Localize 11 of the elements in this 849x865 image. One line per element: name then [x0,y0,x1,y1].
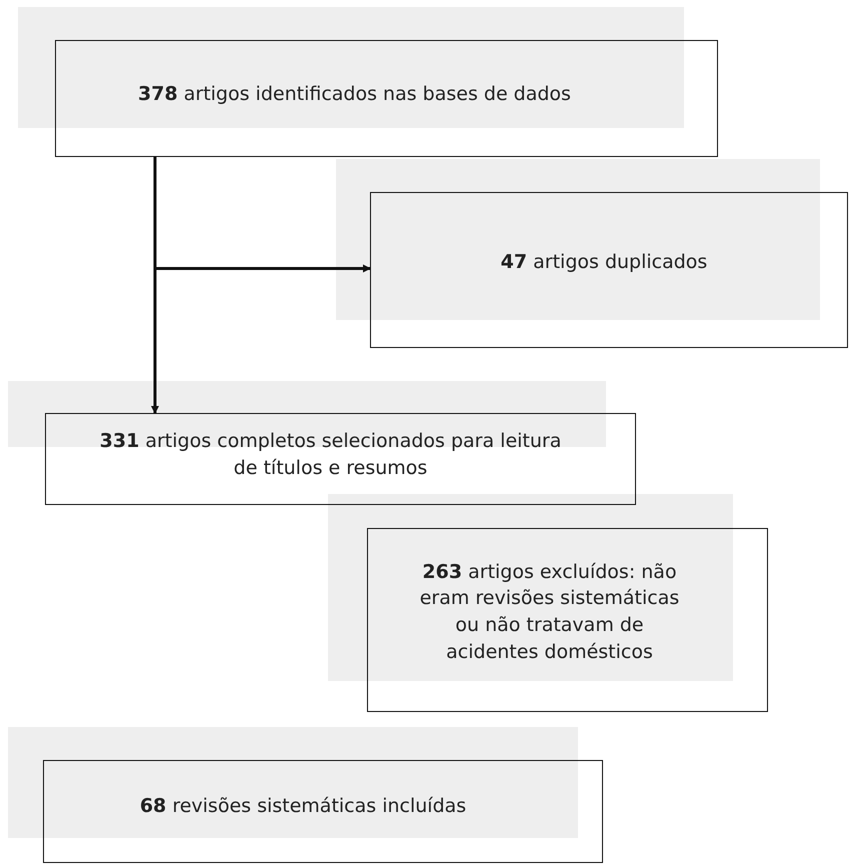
process-box [43,760,603,863]
box-text: 47 artigos duplicados [500,250,708,275]
box-text: 331 artigos completos selecionados para leitura de títulos e resumos [98,429,562,481]
process-box [45,413,636,505]
box-text: 68 revisões sistemáticas incluídas [140,794,466,820]
arrow [154,157,371,272]
box-text: 263 artigos excluídos: não eram revisões sistemáticas ou não tratavam de acidentes domésticos [418,560,680,665]
box-text: 378 artigos identificados nas bases de dados [138,82,571,108]
process-box [370,192,848,348]
process-box [55,40,718,157]
process-box [367,528,768,712]
